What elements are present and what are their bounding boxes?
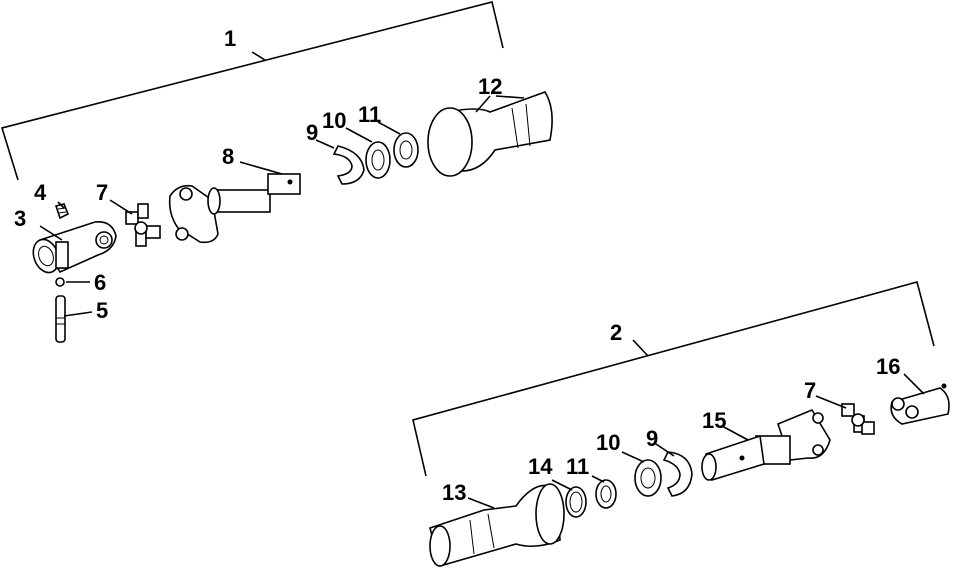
part-7-cross-bearing-upper — [125, 203, 161, 247]
part-10-washer-upper — [365, 141, 391, 179]
callout-6: 6 — [94, 270, 106, 295]
part-4-spring-clip — [54, 203, 70, 220]
callout-7-upper: 7 — [96, 180, 108, 205]
part-5-locking-pin — [55, 295, 66, 343]
callout-5: 5 — [96, 298, 108, 323]
callout-11-upper: 11 — [358, 102, 381, 127]
callout-4: 4 — [34, 180, 47, 205]
assembly-1-bracket — [0, 1, 504, 181]
part-15-tube-yoke — [701, 408, 831, 482]
part-12-shield-cone — [427, 91, 553, 177]
callout-16: 16 — [876, 354, 900, 379]
callout-14: 14 — [528, 454, 553, 479]
part-11-ring-upper — [393, 132, 419, 168]
assembly-2-bracket — [412, 281, 935, 477]
part-13-shield-cone — [429, 483, 565, 567]
part-6-ball — [55, 277, 65, 287]
callout-2: 2 — [610, 320, 622, 345]
part-9-clip-lower — [662, 451, 693, 497]
callout-labels: 1 2 3 4 5 6 7 8 9 10 11 12 13 14 11 10 9… — [14, 26, 900, 505]
callout-9-upper: 9 — [306, 120, 318, 145]
callout-1: 1 — [224, 26, 236, 51]
part-14-thin-ring — [565, 486, 587, 518]
part-7-cross-bearing-lower — [841, 403, 875, 435]
callout-13: 13 — [442, 480, 466, 505]
part-8-tube-yoke — [168, 173, 301, 244]
leader-lines — [39, 95, 925, 509]
part-10-washer-lower — [634, 459, 662, 497]
callout-3: 3 — [14, 206, 26, 231]
part-11-ring-lower — [595, 479, 617, 509]
callout-11-lower: 11 — [566, 454, 589, 479]
callout-8: 8 — [222, 144, 234, 169]
callout-12: 12 — [478, 74, 502, 99]
part-9-clip-upper — [332, 145, 365, 185]
callout-15: 15 — [702, 408, 726, 433]
callout-9-lower: 9 — [646, 426, 658, 451]
callout-7-lower: 7 — [804, 378, 816, 403]
part-3-splined-yoke — [32, 220, 117, 274]
callout-10-upper: 10 — [322, 108, 346, 133]
callout-10-lower: 10 — [596, 430, 620, 455]
part-16-yoke — [890, 383, 950, 425]
